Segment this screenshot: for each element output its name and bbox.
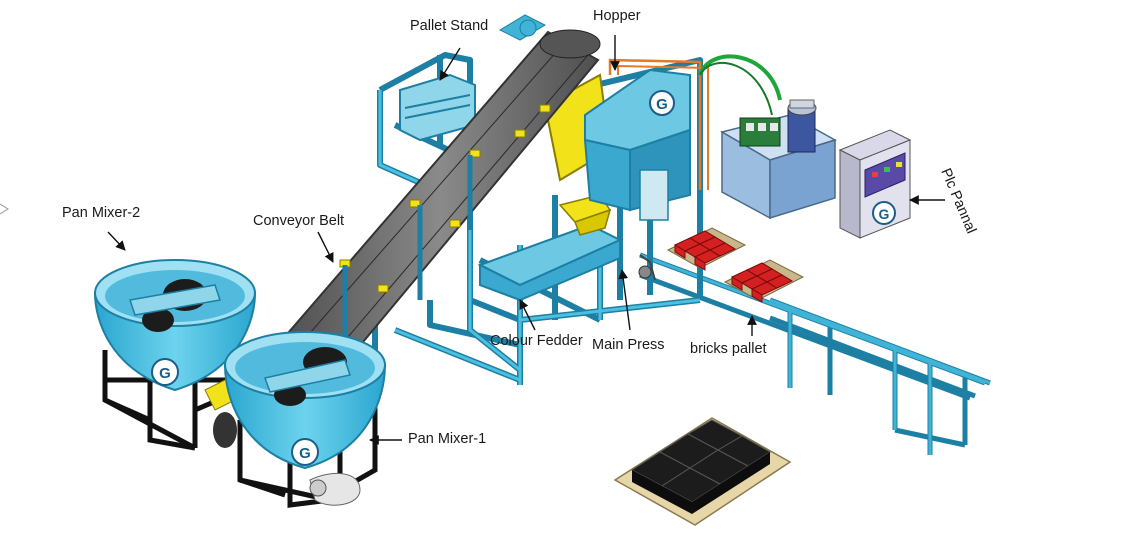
plc-panel: G: [838, 129, 912, 239]
label-colour-fedder: Colour Fedder: [490, 333, 583, 349]
finished-blocks-pallet: [613, 417, 792, 526]
annotation-arrows: [107, 35, 945, 445]
green-hose: [698, 54, 782, 101]
bricks-pallet-1: [666, 227, 747, 271]
pan-mixer-1: G: [204, 331, 387, 508]
colour-fedder: [477, 194, 623, 302]
label-hopper: Hopper: [593, 8, 641, 24]
hydraulic-unit: [720, 99, 837, 220]
label-conveyor-belt: Conveyor Belt: [253, 213, 345, 229]
label-main-press: Main Press: [592, 337, 665, 353]
pallet-stand: [399, 73, 476, 142]
pan-mixer-2: G: [93, 259, 257, 451]
mixer1-logo: G: [299, 445, 311, 462]
label-pan-mixer-1: Pan Mixer-1: [408, 431, 487, 447]
mixer2-logo: G: [159, 365, 171, 382]
hopper-logo: G: [656, 96, 668, 113]
bricks-pallet-2: [723, 259, 805, 303]
label-bricks-pallet: bricks pallet: [690, 341, 767, 357]
orange-pipes: [608, 58, 702, 190]
hopper-press: G: [543, 68, 691, 281]
label-pan-mixer-2: Pan Mixer-2: [62, 205, 141, 221]
edge-mark: [0, 203, 9, 215]
label-pallet-stand: Pallet Stand: [410, 18, 489, 34]
plc-logo: G: [879, 206, 890, 222]
